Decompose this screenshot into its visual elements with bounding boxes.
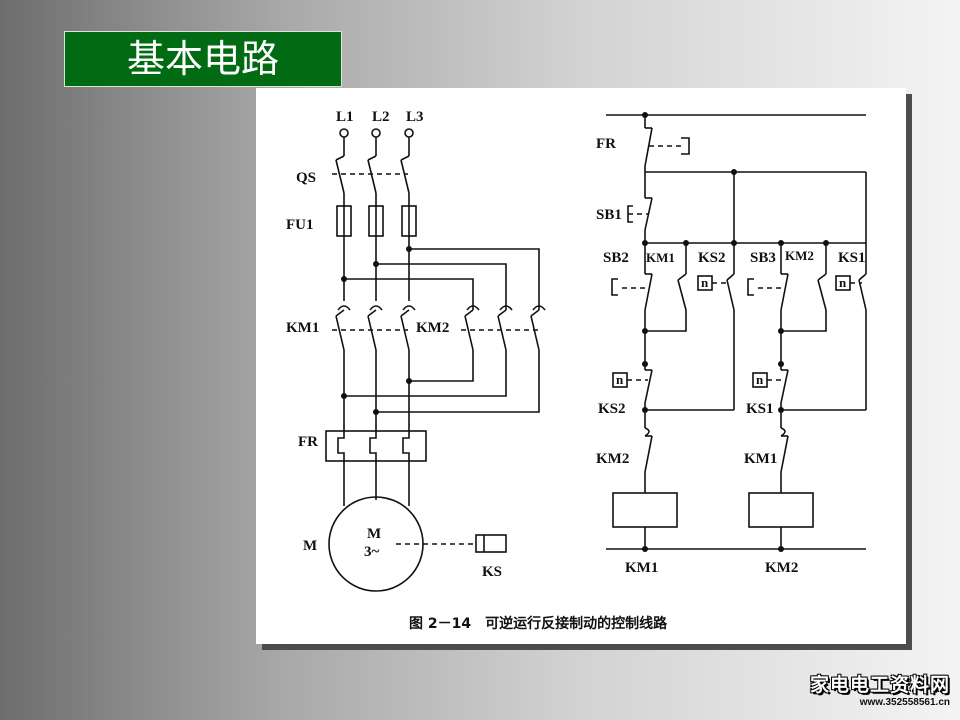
motor-symbol-top: M	[367, 526, 381, 542]
km2-main-contacts	[461, 301, 546, 351]
circuit-figure: L1 L2 L3 QS FU1	[256, 88, 906, 644]
ks2-speed-symbol: n	[701, 275, 709, 290]
ks2-top-contact: n	[697, 243, 735, 410]
main-circuit: L1 L2 L3 QS FU1	[286, 109, 546, 592]
km2-coil	[748, 492, 814, 528]
ks-label: KS	[482, 564, 502, 580]
qs-label: QS	[296, 170, 316, 186]
km1-main-contacts	[332, 305, 416, 351]
sb3-label: SB3	[750, 250, 776, 266]
fu1-fuses	[336, 205, 417, 237]
sb2-start-button	[611, 243, 653, 331]
fu1-label: FU1	[286, 217, 314, 233]
km2-coil-label: KM2	[765, 560, 798, 576]
qs-switch	[332, 155, 410, 194]
km2-main-label: KM2	[416, 320, 449, 336]
phase-label-l2: L2	[372, 109, 390, 125]
ks1-speed-symbol: n	[839, 275, 847, 290]
km2-interlock-contact	[644, 410, 653, 493]
ks-speed-relay	[475, 534, 507, 553]
watermark-url: www.352558561.cn	[859, 697, 950, 708]
watermark: 家电电工资料网 www.352558561.cn	[810, 670, 950, 708]
terminal-l3	[404, 128, 414, 138]
ks2-mid-speed-symbol: n	[616, 372, 624, 387]
slide-title: 基本电路	[64, 31, 342, 87]
km1-aux-contact	[645, 243, 687, 332]
km1-interlock-label: KM1	[744, 451, 777, 467]
ks1-mid-label: KS1	[746, 401, 774, 417]
fr-thermal-elements	[325, 430, 427, 462]
terminal-l1	[339, 128, 349, 138]
phase-label-l3: L3	[406, 109, 424, 125]
motor-symbol-bottom: 3~	[364, 544, 380, 560]
fr-main-label: FR	[298, 434, 318, 450]
ks1-mid-contact: n	[752, 364, 789, 410]
km2-interlock-label: KM2	[596, 451, 629, 467]
watermark-site-name: 家电电工资料网	[809, 674, 950, 696]
circuit-diagram: L1 L2 L3 QS FU1	[286, 109, 867, 632]
km1-coil	[612, 492, 678, 528]
sb1-label: SB1	[596, 207, 622, 223]
ks2-mid-label: KS2	[598, 401, 626, 417]
ks1-top-label: KS1	[838, 250, 866, 266]
sb1-stop-button	[627, 172, 653, 243]
km1-main-label: KM1	[286, 320, 319, 336]
ks2-top-label: KS2	[698, 250, 726, 266]
sb2-label: SB2	[603, 250, 629, 266]
fr-contact-label: FR	[596, 136, 616, 152]
km1-interlock-contact	[780, 410, 789, 493]
phase-label-l1: L1	[336, 109, 354, 125]
ks1-mid-speed-symbol: n	[756, 372, 764, 387]
ks1-top-contact: n	[835, 243, 867, 410]
km1-aux-label: KM1	[646, 250, 675, 265]
km2-aux-label: KM2	[785, 248, 814, 263]
sb3-start-button	[747, 243, 789, 331]
terminal-l2	[371, 128, 381, 138]
km1-coil-label: KM1	[625, 560, 658, 576]
figure-caption: 图 2－14 可逆运行反接制动的控制线路	[409, 615, 668, 632]
motor-side-label: M	[303, 538, 317, 554]
ks2-mid-contact: n	[612, 364, 653, 410]
fr-contact	[644, 115, 690, 172]
control-circuit: FR SB1	[596, 112, 867, 576]
km2-aux-contact	[781, 243, 827, 332]
